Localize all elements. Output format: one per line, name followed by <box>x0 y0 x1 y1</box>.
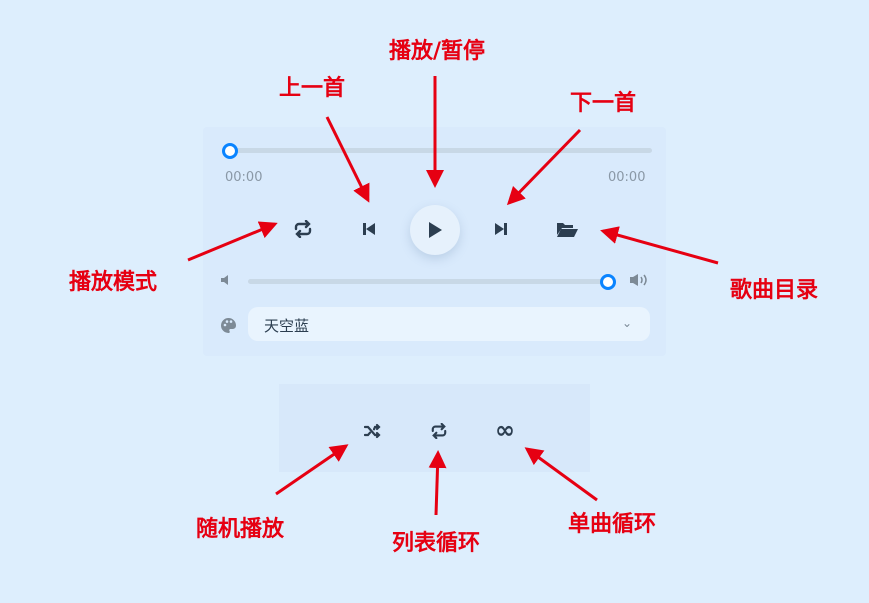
arrow-prev <box>325 116 370 203</box>
palette-icon <box>218 315 238 335</box>
progress-slider[interactable] <box>229 148 652 153</box>
folder-open-icon <box>557 223 578 237</box>
shuffle-button[interactable] <box>362 421 384 441</box>
arrow-shuffle <box>275 444 349 496</box>
arrow-next <box>506 128 582 206</box>
theme-select[interactable]: 天空蓝 ⌄ <box>248 307 650 341</box>
play-mode-button[interactable] <box>291 218 315 240</box>
repeat-icon <box>294 220 312 238</box>
label-next: 下一首 <box>569 91 637 116</box>
playlist-button[interactable] <box>554 218 580 240</box>
arrow-list-loop <box>428 450 447 516</box>
label-single-loop: 单曲循环 <box>567 512 657 537</box>
label-play-mode: 播放模式 <box>68 270 158 295</box>
label-shuffle: 随机播放 <box>195 517 285 542</box>
repeat-icon <box>431 423 447 439</box>
chevron-down-icon: ⌄ <box>621 316 632 330</box>
single-loop-button[interactable]: ∞ <box>491 416 519 444</box>
theme-select-value: 天空蓝 <box>264 317 310 335</box>
list-loop-button[interactable] <box>428 421 450 441</box>
label-play-pause: 播放/暂停 <box>388 39 486 64</box>
progress-thumb[interactable] <box>222 143 238 159</box>
play-pause-button[interactable] <box>410 205 460 255</box>
infinity-icon: ∞ <box>495 416 515 444</box>
arrow-playlist <box>600 226 719 265</box>
volume-low-icon <box>218 272 234 288</box>
skip-forward-icon <box>495 223 507 235</box>
label-list-loop: 列表循环 <box>391 531 481 556</box>
total-time: 00:00 <box>608 170 646 185</box>
next-button[interactable] <box>491 218 511 240</box>
current-time: 00:00 <box>225 170 263 185</box>
label-playlist: 歌曲目录 <box>729 278 819 303</box>
arrow-mode <box>187 221 278 262</box>
volume-thumb[interactable] <box>600 274 616 290</box>
previous-button[interactable] <box>359 218 379 240</box>
volume-slider[interactable] <box>248 279 608 284</box>
skip-back-icon <box>363 223 375 235</box>
volume-high-icon <box>628 271 650 289</box>
shuffle-icon <box>364 423 381 439</box>
play-icon <box>429 222 442 238</box>
arrow-single-loop <box>524 447 598 502</box>
label-prev: 上一首 <box>278 76 346 101</box>
